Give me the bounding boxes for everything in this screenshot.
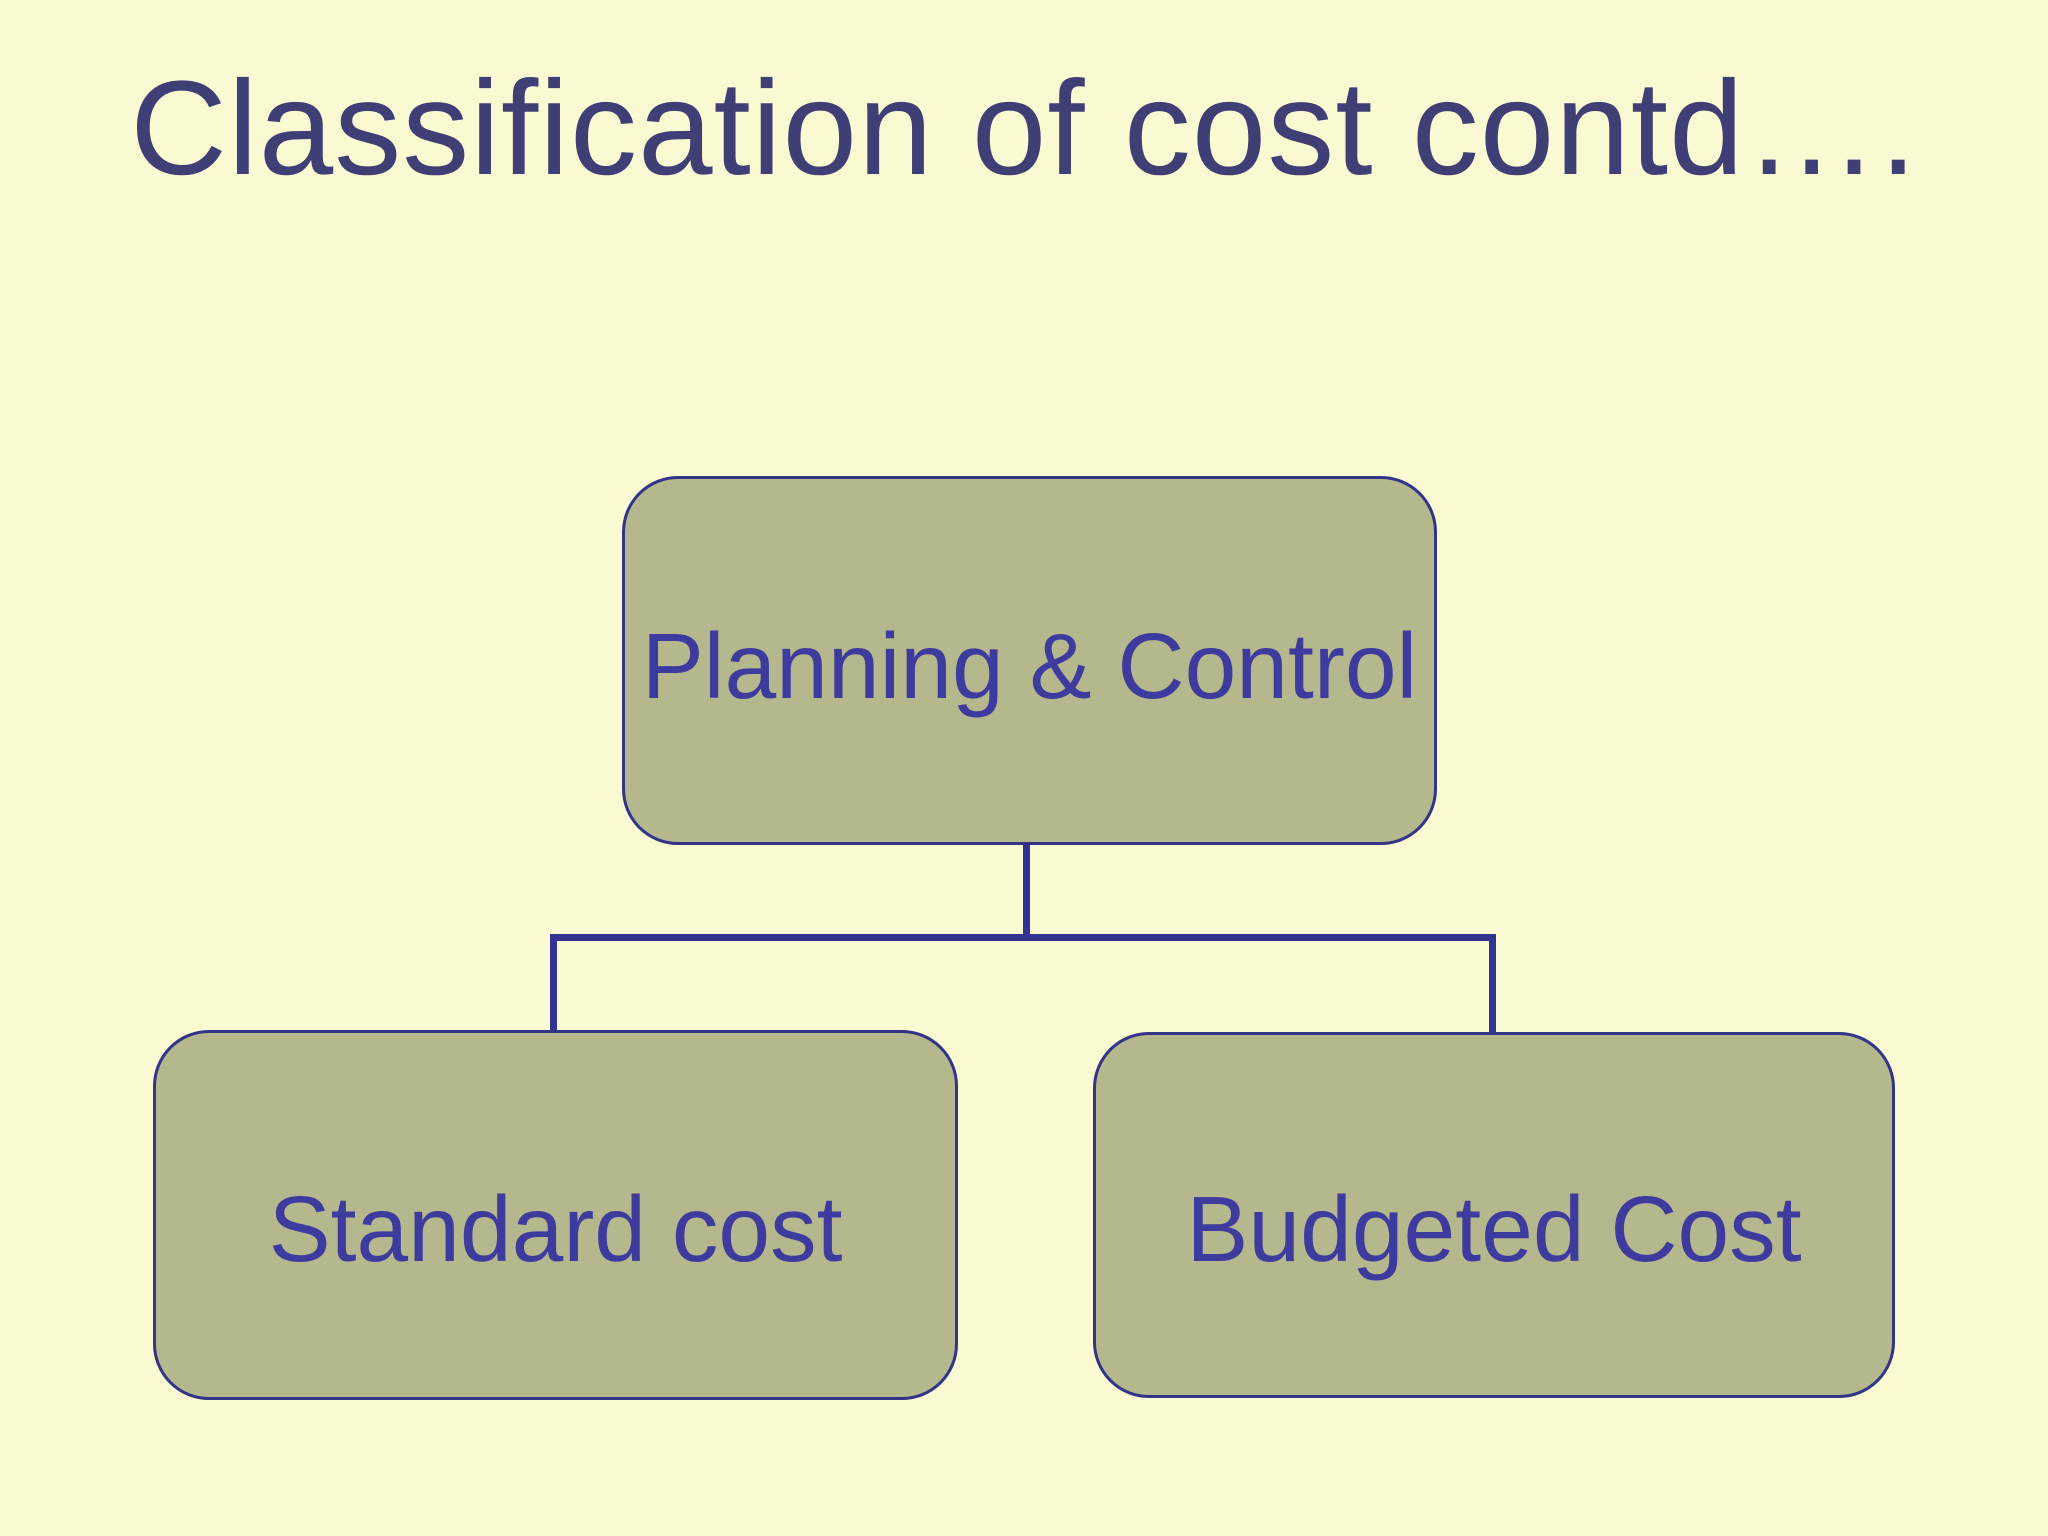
node-planning-control-label: Planning & Control: [641, 614, 1418, 718]
node-standard-cost: Standard cost: [153, 1030, 958, 1400]
connector-stem: [1023, 845, 1030, 941]
connector-drop-left: [550, 934, 557, 1033]
node-budgeted-cost: Budgeted Cost: [1093, 1032, 1895, 1398]
node-standard-cost-label: Standard cost: [268, 1176, 843, 1281]
connector-drop-right: [1489, 934, 1496, 1035]
node-budgeted-cost-label: Budgeted Cost: [1186, 1176, 1802, 1281]
node-planning-control: Planning & Control: [622, 476, 1437, 845]
slide-title: Classification of cost contd….: [130, 54, 1918, 203]
connector-horizontal-bar: [550, 934, 1496, 941]
